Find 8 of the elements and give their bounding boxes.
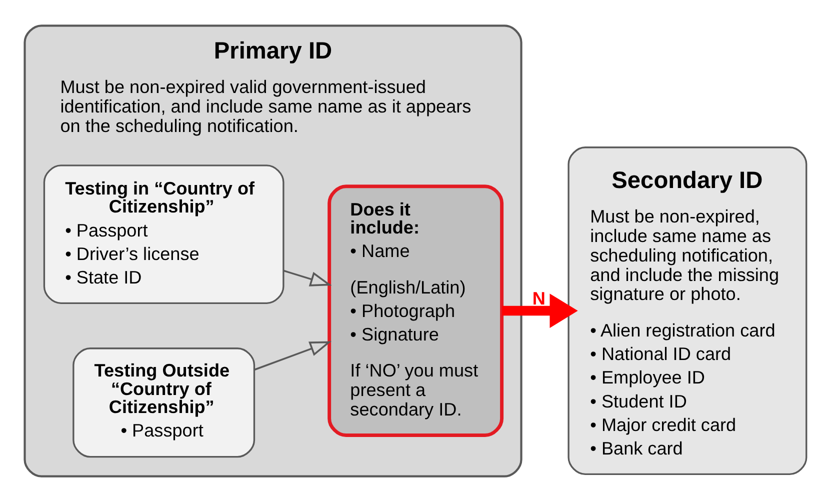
node-box: Secondary ID Must be non-expired, include same name as scheduling notification, and include the missing signature or photo. • Alien registration card • National ID card • Employee ID • Student ID • Major credit card • Bank card: [568, 146, 808, 475]
node-box: Testing Outside “Country of Citizenship” • Passport: [72, 347, 256, 458]
arrow: [254, 340, 332, 370]
node-box: Does it include: • Name (English/Latin) • Photograph • Signature If ‘NO’ you must present a secondary ID.: [328, 184, 504, 437]
arrow: [283, 269, 332, 286]
node-box: Testing in “Country of Citizenship” • Passport • Driver’s license • State ID: [43, 164, 284, 304]
edge-label: N: [532, 288, 546, 308]
arrow: [502, 293, 578, 328]
